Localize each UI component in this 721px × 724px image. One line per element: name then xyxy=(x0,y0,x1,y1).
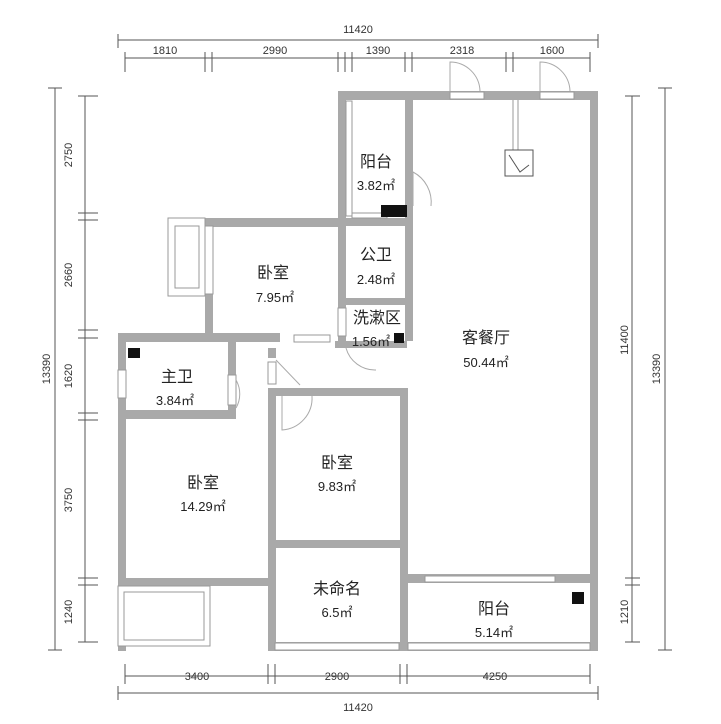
bottom-seg-label: 3400 xyxy=(185,671,209,683)
room-area: 1.56㎡ xyxy=(352,334,390,349)
room-area: 14.29㎡ xyxy=(180,499,226,514)
left-seg-label: 2660 xyxy=(63,263,75,287)
room-area: 50.44㎡ xyxy=(463,355,509,370)
room-area: 7.95㎡ xyxy=(256,290,294,305)
top-seg-label: 1600 xyxy=(540,45,564,57)
top-seg-label: 2990 xyxy=(263,45,287,57)
dimension-lines xyxy=(48,34,672,700)
left-seg-label: 1620 xyxy=(63,364,75,388)
room-name: 卧室 xyxy=(187,473,219,492)
room-labels: 阳台 3.82㎡ 公卫 2.48㎡ 洗漱区 1.56㎡ 卧室 7.95㎡ 客餐厅… xyxy=(156,152,513,640)
room-name: 主卫 xyxy=(161,367,193,386)
bottom-total-label: 11420 xyxy=(343,702,373,714)
top-seg-label: 1390 xyxy=(366,45,390,57)
right-outer-label: 13390 xyxy=(651,354,663,385)
doors xyxy=(235,61,571,431)
left-seg-label: 2750 xyxy=(63,143,75,167)
room-name: 阳台 xyxy=(360,152,392,171)
room-name: 卧室 xyxy=(321,453,353,472)
top-total-label: 11420 xyxy=(343,24,373,36)
room-name: 洗漱区 xyxy=(353,308,401,327)
left-seg-label: 1240 xyxy=(63,600,75,624)
room-area: 3.84㎡ xyxy=(156,393,194,408)
room-area: 2.48㎡ xyxy=(357,272,395,287)
room-area: 6.5㎡ xyxy=(321,605,352,620)
dimension-labels: 11420 1810 2990 1390 2318 1600 3400 2900… xyxy=(41,24,663,714)
top-seg-label: 1810 xyxy=(153,45,177,57)
right-inner-label: 11400 xyxy=(619,325,631,355)
left-total-label: 13390 xyxy=(41,354,53,385)
room-area: 3.82㎡ xyxy=(357,178,395,193)
bottom-seg-label: 4250 xyxy=(483,671,507,683)
right-seg-label: 1210 xyxy=(619,600,631,624)
room-name: 卧室 xyxy=(257,263,289,282)
fixtures xyxy=(128,100,584,604)
top-seg-label: 2318 xyxy=(450,45,474,57)
room-name: 未命名 xyxy=(313,579,361,598)
left-seg-label: 3750 xyxy=(63,488,75,512)
room-area: 9.83㎡ xyxy=(318,479,356,494)
room-name: 客餐厅 xyxy=(462,328,510,347)
bottom-seg-label: 2900 xyxy=(325,671,349,683)
room-name: 公卫 xyxy=(360,245,392,264)
room-name: 阳台 xyxy=(478,599,510,618)
room-area: 5.14㎡ xyxy=(475,625,513,640)
bay-windows xyxy=(117,217,211,647)
